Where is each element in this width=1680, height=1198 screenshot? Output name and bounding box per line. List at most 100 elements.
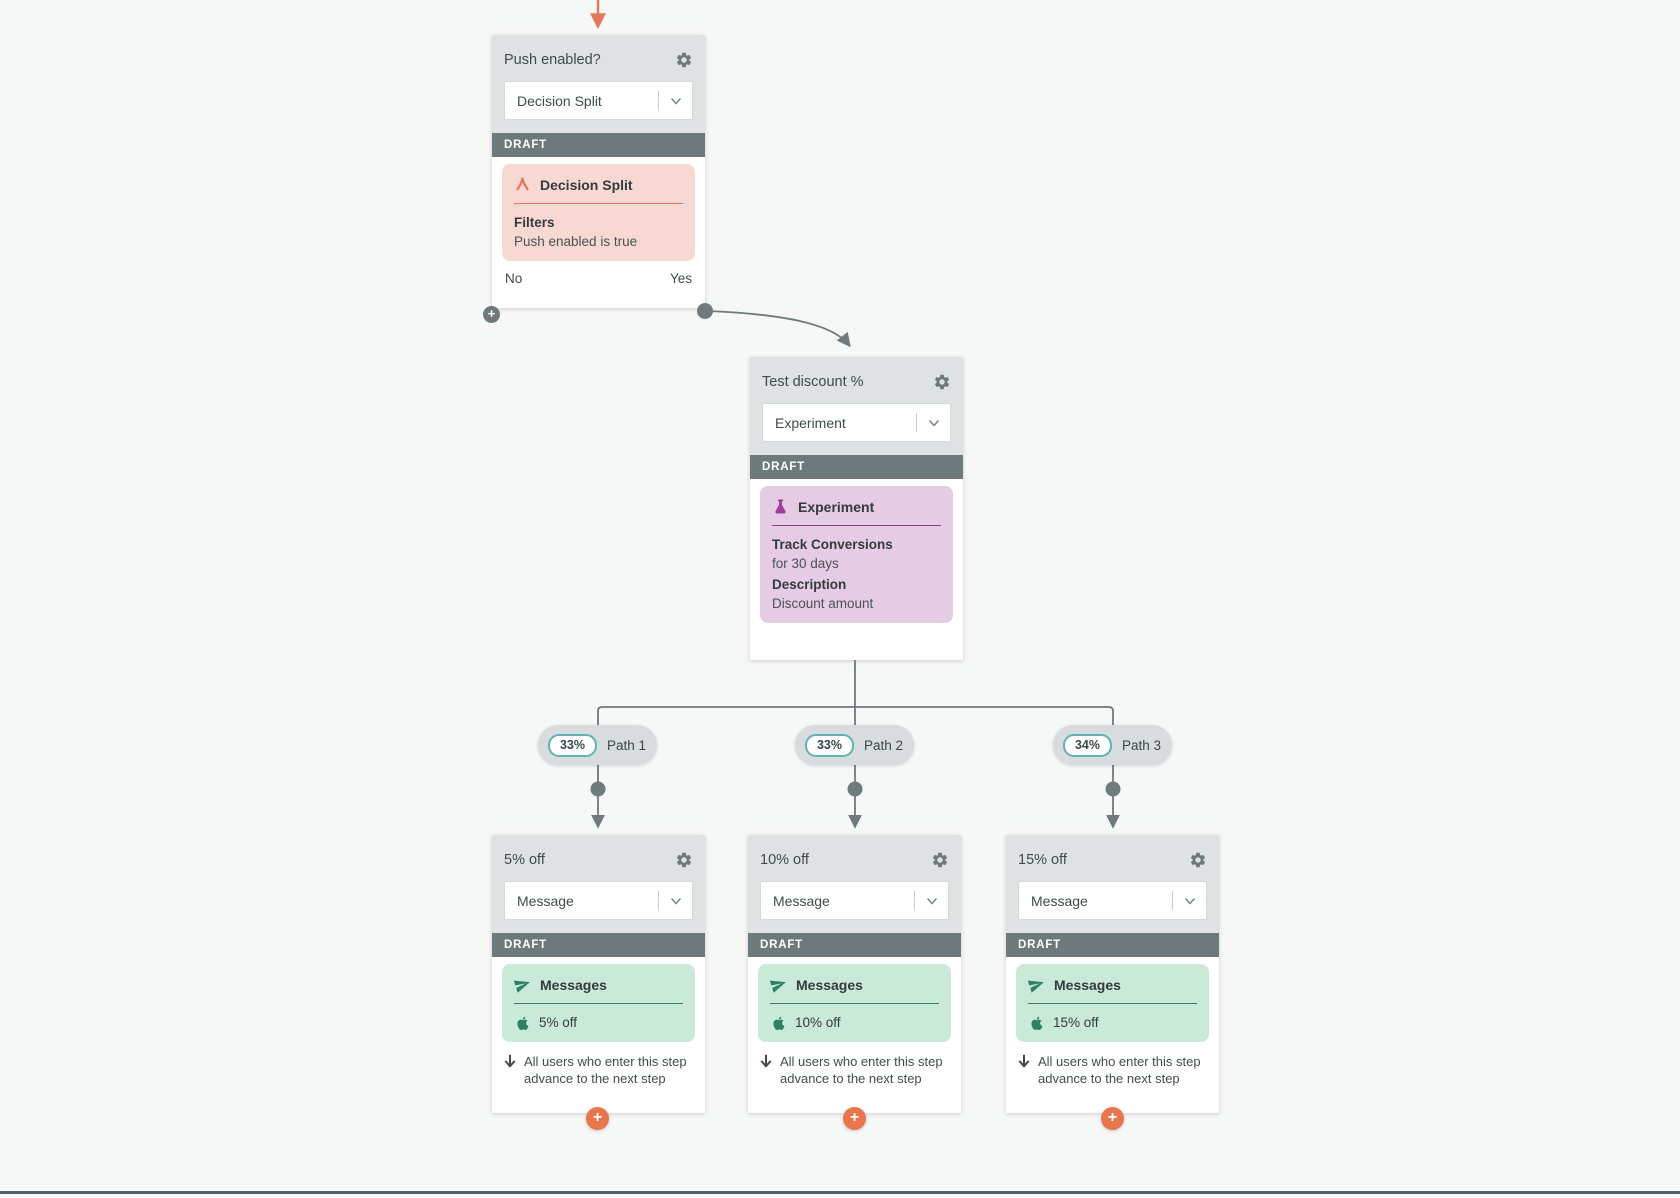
add-step-no-branch-button[interactable]: + <box>483 306 500 323</box>
node-header: 5% off Message <box>492 835 705 933</box>
paper-plane-icon <box>513 980 530 993</box>
paper-plane-icon <box>1027 980 1044 993</box>
step-type-select[interactable]: Experiment <box>762 403 951 442</box>
decision-split-node: Push enabled? Decision Split DRAFT <box>492 35 705 308</box>
path2-label: Path 2 <box>864 737 904 753</box>
add-step-path2-button[interactable]: + <box>843 1107 866 1130</box>
chevron-down-icon <box>671 98 681 105</box>
message-name: 15% off <box>1053 1015 1099 1030</box>
select-divider <box>658 91 659 110</box>
advance-note: All users who enter this step advance to… <box>758 1042 951 1088</box>
path2-pill[interactable]: 33% Path 2 <box>795 725 914 765</box>
gear-icon[interactable] <box>1189 851 1207 869</box>
path2-dot[interactable] <box>847 781 863 797</box>
node-header: 10% off Message <box>748 835 961 933</box>
card-divider <box>770 1003 939 1004</box>
card-title: Messages <box>540 976 607 993</box>
node-title: 10% off <box>760 852 809 868</box>
advance-note: All users who enter this step advance to… <box>502 1042 695 1088</box>
status-badge: DRAFT <box>750 455 963 479</box>
status-badge: DRAFT <box>492 133 705 157</box>
card-title: Messages <box>1054 976 1121 993</box>
status-badge: DRAFT <box>748 933 961 957</box>
node-title: 15% off <box>1018 852 1067 868</box>
status-badge: DRAFT <box>492 933 705 957</box>
advance-note: All users who enter this step advance to… <box>1016 1042 1209 1088</box>
messages-card: Messages 15% off <box>1016 964 1209 1042</box>
path3-label: Path 3 <box>1122 737 1162 753</box>
gear-icon[interactable] <box>675 51 693 69</box>
messages-card: Messages 5% off <box>502 964 695 1042</box>
select-divider <box>914 891 915 910</box>
add-step-path3-button[interactable]: + <box>1101 1107 1124 1130</box>
description-value: Discount amount <box>772 596 874 611</box>
path1-percent-badge: 33% <box>548 733 597 757</box>
node-title: 5% off <box>504 852 545 868</box>
down-arrow-icon <box>760 1054 772 1068</box>
path1-pill[interactable]: 33% Path 1 <box>538 725 657 765</box>
path3-percent-badge: 34% <box>1063 733 1112 757</box>
path3-pill[interactable]: 34% Path 3 <box>1053 725 1172 765</box>
step-type-value: Message <box>517 892 574 909</box>
chevron-down-icon <box>671 898 681 905</box>
advance-note-line2: advance to the next step <box>780 1071 922 1087</box>
node-title: Test discount % <box>762 374 864 390</box>
chevron-down-icon <box>1185 898 1195 905</box>
gear-icon[interactable] <box>931 851 949 869</box>
message-name: 10% off <box>795 1015 841 1030</box>
experiment-card: Experiment Track Conversions for 30 days… <box>760 486 953 623</box>
select-divider <box>658 891 659 910</box>
path1-label: Path 1 <box>607 737 647 753</box>
step-type-value: Experiment <box>775 414 846 431</box>
status-badge: DRAFT <box>1006 933 1219 957</box>
card-title: Messages <box>796 976 863 993</box>
filters-label: Filters <box>514 215 555 230</box>
advance-note-line1: All users who enter this step <box>780 1054 943 1069</box>
track-conversions-label: Track Conversions <box>772 537 893 552</box>
path2-percent-badge: 33% <box>805 733 854 757</box>
message-node-5-off: 5% off Message DRAFT Messages <box>492 835 705 1113</box>
gear-icon[interactable] <box>675 851 693 869</box>
down-arrow-icon <box>1018 1054 1030 1068</box>
advance-note-line2: advance to the next step <box>524 1071 666 1087</box>
yes-branch-connector <box>707 310 851 348</box>
apple-icon <box>1031 1016 1043 1030</box>
canvas-bottom-border <box>0 1191 1680 1194</box>
plus-icon: + <box>1107 1108 1118 1126</box>
card-title: Decision Split <box>540 176 633 193</box>
path1-dot[interactable] <box>590 781 606 797</box>
apple-icon <box>773 1016 785 1030</box>
advance-note-line1: All users who enter this step <box>1038 1054 1201 1069</box>
node-header: 15% off Message <box>1006 835 1219 933</box>
plus-icon: + <box>487 306 496 321</box>
apple-icon <box>517 1016 529 1030</box>
step-type-select[interactable]: Message <box>504 881 693 920</box>
decision-split-card: Decision Split Filters Push enabled is t… <box>502 164 695 261</box>
step-type-select[interactable]: Message <box>1018 881 1207 920</box>
node-title: Push enabled? <box>504 52 601 68</box>
select-divider <box>1172 891 1173 910</box>
path3-dot[interactable] <box>1105 781 1121 797</box>
plus-icon: + <box>849 1108 860 1126</box>
card-divider <box>1028 1003 1197 1004</box>
gear-icon[interactable] <box>933 373 951 391</box>
card-divider <box>514 1003 683 1004</box>
branch-yes-label: Yes <box>669 271 692 286</box>
step-type-value: Decision Split <box>517 92 602 109</box>
node-header: Push enabled? Decision Split <box>492 35 705 133</box>
step-type-select[interactable]: Decision Split <box>504 81 693 120</box>
card-divider <box>772 525 941 526</box>
chevron-down-icon <box>929 420 939 427</box>
add-step-path1-button[interactable]: + <box>586 1107 609 1130</box>
step-type-value: Message <box>773 892 830 909</box>
track-conversions-value: for 30 days <box>772 556 839 571</box>
chevron-down-icon <box>927 898 937 905</box>
plus-icon: + <box>592 1108 603 1126</box>
advance-note-line1: All users who enter this step <box>524 1054 687 1069</box>
down-arrow-icon <box>504 1054 516 1068</box>
select-divider <box>916 413 917 432</box>
wishbone-icon <box>516 177 529 191</box>
step-type-select[interactable]: Message <box>760 881 949 920</box>
filters-value: Push enabled is true <box>514 234 638 249</box>
